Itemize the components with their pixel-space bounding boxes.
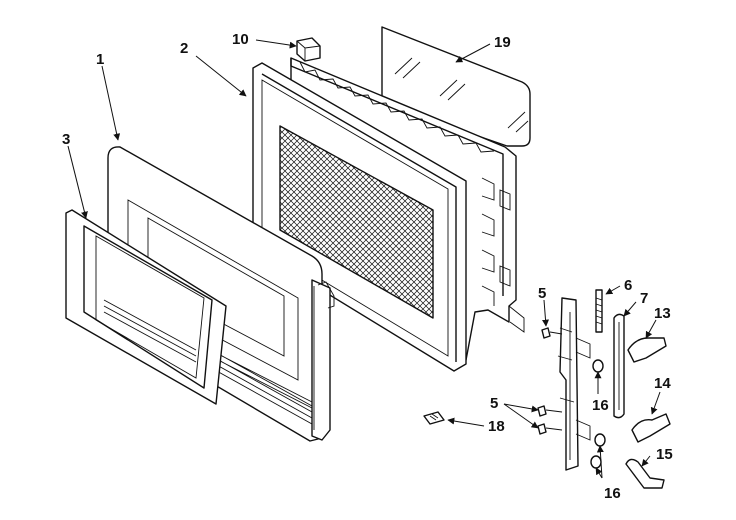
latch-plate-assembly bbox=[557, 297, 591, 471]
part-10-top-bracket bbox=[296, 37, 321, 62]
part-5-screws bbox=[537, 327, 563, 435]
callout-18: 18 bbox=[488, 418, 505, 435]
callout-6: 6 bbox=[624, 277, 632, 294]
callout-14: 14 bbox=[654, 375, 671, 392]
callout-10: 10 bbox=[232, 31, 249, 48]
leader-lines bbox=[67, 39, 661, 479]
callout-15: 15 bbox=[656, 446, 673, 463]
part-3-door-frame bbox=[65, 209, 227, 405]
callout-16-lower: 16 bbox=[604, 485, 621, 502]
callout-19: 19 bbox=[494, 34, 511, 51]
part-13-hook bbox=[627, 337, 667, 363]
callout-16-upper: 16 bbox=[592, 397, 609, 414]
part-16-washers bbox=[590, 359, 606, 469]
part-2-choke-frame bbox=[252, 62, 467, 372]
part-6-spring bbox=[595, 289, 603, 333]
part-15-hook bbox=[625, 458, 665, 489]
callout-2: 2 bbox=[180, 40, 188, 57]
callout-13: 13 bbox=[654, 305, 671, 322]
callout-5-lower: 5 bbox=[490, 395, 498, 412]
callout-labels: 1 2 3 10 19 5 6 7 13 16 14 5 18 15 16 bbox=[62, 31, 673, 502]
callout-7: 7 bbox=[640, 290, 648, 307]
callout-3: 3 bbox=[62, 131, 70, 148]
part-7-lever bbox=[613, 313, 625, 419]
part-19-glass-panel bbox=[381, 26, 531, 147]
callout-5-upper: 5 bbox=[538, 285, 546, 302]
part-14-latch-hook bbox=[631, 413, 671, 443]
part-18-clip bbox=[423, 411, 445, 425]
callout-1: 1 bbox=[96, 51, 104, 68]
